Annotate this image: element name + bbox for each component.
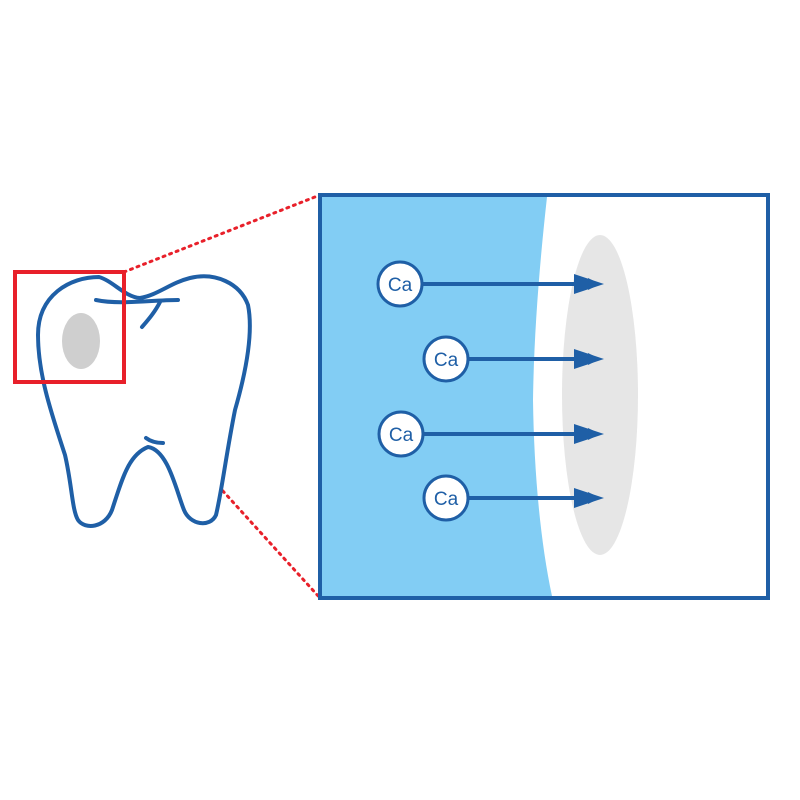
calcium-ion: Ca [376, 260, 604, 308]
ion-circle [377, 410, 425, 458]
ion-label: Ca [389, 425, 414, 446]
ion-circle [422, 474, 470, 522]
ion-label: Ca [434, 489, 459, 510]
arrow-head [574, 349, 604, 369]
arrow-head [574, 274, 604, 294]
arrow-head [574, 488, 604, 508]
ion-circle [422, 335, 470, 383]
zoom-box [13, 270, 126, 384]
zoom-line-top [122, 193, 322, 274]
calcium-ion: Ca [422, 474, 604, 522]
saliva-region [322, 197, 552, 596]
arrow-head [574, 424, 604, 444]
lesion-enlarged [562, 235, 638, 555]
calcium-ion: Ca [422, 335, 604, 383]
tooth-outline-icon [36, 274, 252, 528]
ion-circle [376, 260, 424, 308]
enlarged-panel [318, 193, 770, 600]
ion-label: Ca [434, 350, 459, 371]
white-spot-lesion [62, 313, 100, 369]
calcium-ion: Ca [377, 410, 604, 458]
ion-label: Ca [388, 275, 413, 296]
